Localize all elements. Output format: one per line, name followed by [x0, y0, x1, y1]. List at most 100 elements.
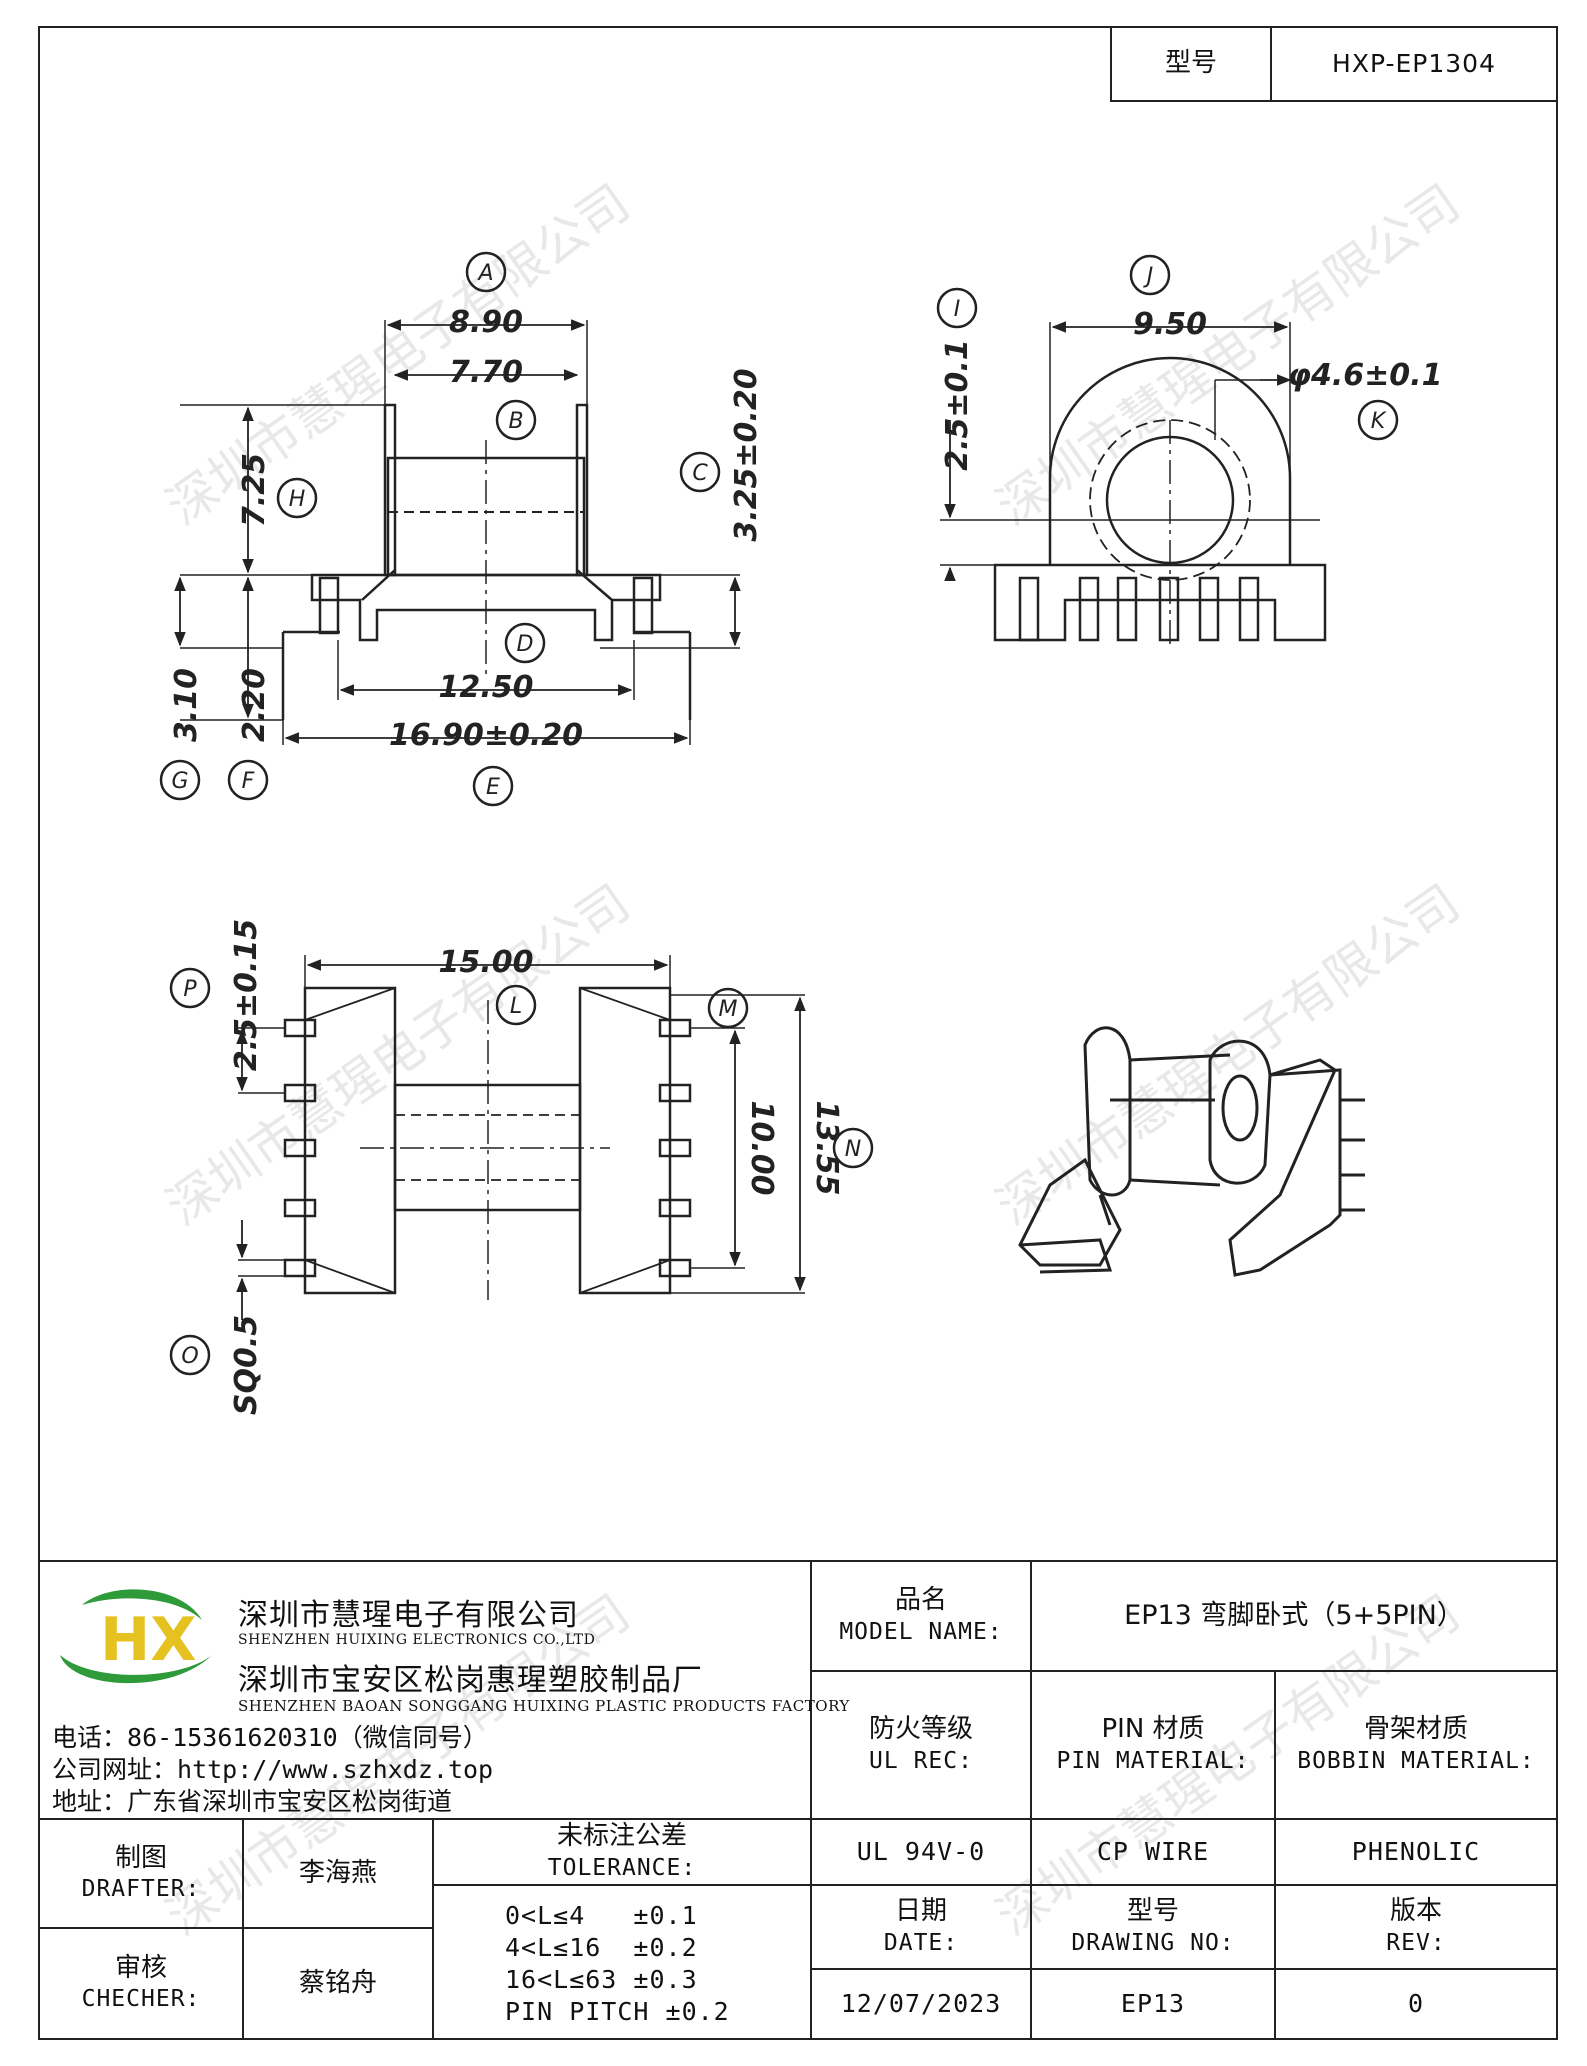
company-logo: HX: [60, 1589, 212, 1684]
label-C: C: [692, 461, 708, 486]
ul-rec-en: UL REC:: [869, 1747, 973, 1774]
model-name-value: EP13 弯脚卧式（5+5PIN）: [1124, 1600, 1464, 1632]
label-H: H: [289, 487, 306, 512]
tolerance-line: PIN PITCH ±0.2: [505, 1997, 730, 2026]
tolerance-cn: 未标注公差: [556, 1821, 687, 1852]
dim-H: 7.25: [237, 453, 272, 527]
drawing-no-value: EP13: [1120, 1988, 1186, 2018]
header-box-left: [1110, 26, 1112, 102]
titleblock-top: [38, 1560, 1558, 1562]
date-cn: 日期: [894, 1896, 947, 1927]
titleblock-line: [432, 1884, 1558, 1886]
dim-D: 12.50: [439, 670, 534, 705]
dim-N: 13.55: [809, 1101, 844, 1196]
drafter-en: DRAFTER:: [81, 1876, 201, 1903]
header-box-bottom: [1110, 100, 1558, 102]
side-view: [936, 254, 1399, 650]
front-view: [159, 251, 741, 807]
tolerance-line: 4<L≤16 ±0.2: [505, 1933, 698, 1962]
dim-G: 3.10: [169, 668, 204, 742]
ul-rec-cn: 防火等级: [868, 1714, 973, 1745]
phone-value: 86-15361620310（微信同号）: [127, 1723, 488, 1752]
dim-L: 15.00: [439, 945, 534, 980]
dim-K: φ4.6±0.1: [1288, 358, 1443, 393]
drafter-label: 制图 DRAFTER:: [40, 1820, 242, 1927]
label-I: I: [954, 297, 961, 322]
dim-P: 2.5±0.15: [229, 919, 264, 1071]
titleblock-line: [38, 1818, 1558, 1820]
checker-en: CHECHER:: [81, 1986, 201, 2013]
titleblock-vline: [242, 1818, 244, 2040]
pin-material-cn: PIN 材质: [1101, 1714, 1205, 1745]
dim-E: 16.90±0.20: [389, 718, 583, 753]
drawing-no-label: 型号 DRAWING NO:: [1032, 1886, 1274, 1968]
tolerance-table: 0<L≤4 ±0.1 4<L≤16 ±0.2 16<L≤63 ±0.3 PIN …: [505, 1900, 730, 2028]
titleblock-vline: [1274, 1670, 1276, 2040]
phone-label: 电话：: [52, 1723, 128, 1752]
label-K: K: [1371, 409, 1387, 434]
model-name-cn: 品名: [894, 1585, 947, 1616]
top-view: [169, 955, 874, 1376]
dim-I: 2.5±0.1: [940, 339, 975, 470]
model-name-en: MODEL NAME:: [839, 1618, 1003, 1645]
header-box-divider: [1270, 26, 1272, 102]
rev-label: 版本 REV:: [1276, 1886, 1556, 1968]
dim-C: 3.25±0.20: [729, 368, 764, 541]
date-en: DATE:: [883, 1929, 959, 1956]
date-label: 日期 DATE:: [812, 1886, 1030, 1968]
titleblock-vline: [810, 1560, 812, 2040]
drafter-value: 李海燕: [298, 1857, 377, 1888]
logo-text: HX: [100, 1605, 196, 1675]
date-value: 12/07/2023: [840, 1988, 1002, 2018]
technical-drawing: A B C H D E G F I J K P L M N O 8.90 7.7…: [159, 251, 1443, 1415]
tolerance-en: TOLERANCE:: [547, 1854, 697, 1881]
tolerance-label: 未标注公差 TOLERANCE:: [434, 1820, 810, 1884]
bobbin-material-cn: 骨架材质: [1363, 1714, 1468, 1745]
bobbin-material-label: 骨架材质 BOBBIN MATERIAL:: [1276, 1672, 1556, 1818]
tolerance-line: 0<L≤4 ±0.1: [505, 1901, 698, 1930]
label-F: F: [242, 769, 255, 794]
dim-J: 9.50: [1133, 307, 1207, 342]
label-D: D: [517, 632, 534, 657]
dim-O: SQ0.5: [229, 1315, 264, 1415]
address-label: 地址：: [52, 1787, 128, 1816]
isometric-view: [1018, 1026, 1365, 1277]
label-M: M: [719, 997, 738, 1022]
label-J: J: [1143, 264, 1154, 289]
label-E: E: [486, 775, 500, 800]
titleblock-line: [38, 1927, 434, 1929]
drawing-frame: [38, 26, 1558, 2040]
header-box-top: [1110, 26, 1558, 28]
label-B: B: [508, 409, 523, 434]
dim-B: 7.70: [449, 355, 523, 390]
pin-material-en: PIN MATERIAL:: [1056, 1747, 1250, 1774]
bobbin-material-value: PHENOLIC: [1351, 1836, 1481, 1866]
rev-cn: 版本: [1389, 1896, 1442, 1927]
factory-name-cn: 深圳市宝安区松岗惠瑆塑胶制品厂: [238, 1663, 703, 1698]
label-N: N: [845, 1137, 861, 1162]
address-value: 广东省深圳市宝安区松岗街道: [127, 1787, 453, 1816]
website-label: 公司网址：: [52, 1755, 178, 1784]
checker-value: 蔡铭舟: [298, 1967, 377, 1998]
header-model-label: 型号: [1164, 48, 1217, 79]
company-name-en: SHENZHEN HUIXING ELECTRONICS CO.,LTD: [238, 1632, 596, 1648]
checker-cn: 审核: [114, 1952, 167, 1983]
drawing-no-cn: 型号: [1126, 1896, 1179, 1927]
checker-label: 审核 CHECHER:: [40, 1929, 242, 2038]
label-P: P: [183, 977, 197, 1002]
header-model-value: HXP-EP1304: [1332, 48, 1496, 78]
label-O: O: [181, 1344, 198, 1369]
titleblock-line: [810, 1670, 1558, 1672]
label-A: A: [476, 261, 493, 286]
drawing-no-en: DRAWING NO:: [1071, 1929, 1235, 1956]
dim-M: 10.00: [744, 1101, 779, 1196]
pin-material-label: PIN 材质 PIN MATERIAL:: [1032, 1672, 1274, 1818]
pin-material-value: CP WIRE: [1096, 1836, 1210, 1866]
bobbin-material-en: BOBBIN MATERIAL:: [1297, 1747, 1535, 1774]
rev-value: 0: [1407, 1988, 1425, 2018]
rev-en: REV:: [1386, 1929, 1446, 1956]
dim-F: 2.20: [237, 668, 272, 742]
website-value: http://www.szhxdz.top: [177, 1755, 494, 1784]
drafter-cn: 制图: [114, 1842, 167, 1873]
company-name-cn: 深圳市慧瑆电子有限公司: [238, 1598, 579, 1633]
